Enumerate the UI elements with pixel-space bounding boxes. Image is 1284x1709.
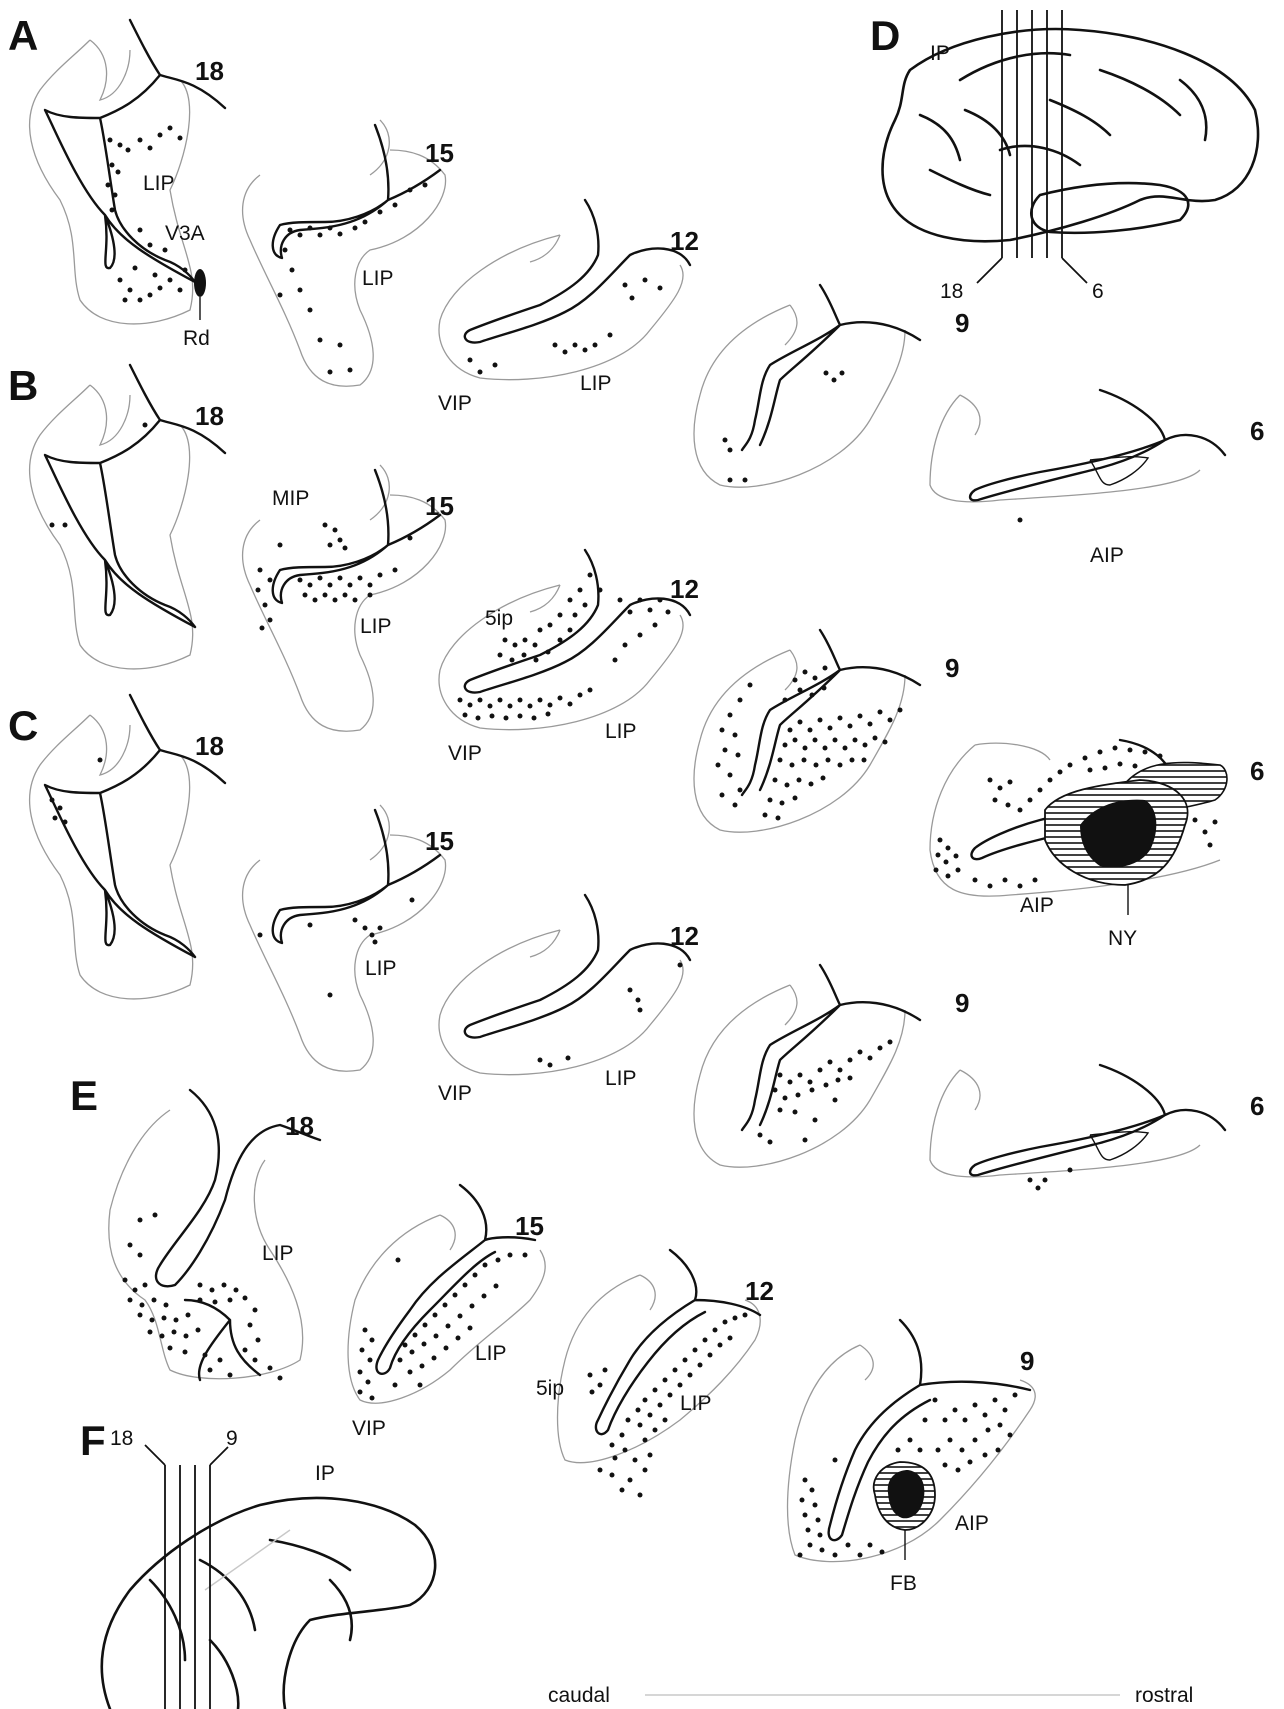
row-e: 18 LIP 15 VIP LIP 12 5ip LIP (109, 1090, 1035, 1595)
area-label-e9-aip: AIP (955, 1512, 989, 1535)
area-label-a6-aip: AIP (1090, 544, 1124, 567)
area-label-c-vip: VIP (438, 1082, 472, 1105)
section-label-d-6: 6 (1092, 280, 1104, 303)
area-label-b-5ip: 5ip (485, 607, 513, 630)
section-number-b-9: 9 (945, 653, 959, 683)
dots-a-15 (278, 183, 428, 375)
section-e-12: 12 5ip LIP (536, 1250, 774, 1498)
area-label-a12-lip: LIP (580, 372, 612, 395)
area-label-f-ip: IP (315, 1462, 335, 1485)
row-c: 18 15 LIP 12 VIP LIP 9 (30, 695, 1265, 1191)
area-label-a12-vip: VIP (438, 392, 472, 415)
area-label-a-v3a: V3A (165, 222, 205, 245)
section-number-c-18: 18 (195, 731, 224, 761)
row-b: 18 15 MIP LIP 12 5ip VIP LIP (30, 365, 960, 832)
section-number-a-18: 18 (195, 56, 224, 86)
area-label-c15-lip: LIP (365, 957, 397, 980)
axis-label-rostral: rostral (1135, 1684, 1193, 1707)
section-a-6: 6 AIP (930, 390, 1264, 567)
section-label-d-18: 18 (940, 280, 963, 303)
area-label-b-vip: VIP (448, 742, 482, 765)
section-e-15: 15 VIP LIP (348, 1185, 545, 1440)
section-label-f-18: 18 (110, 1427, 133, 1450)
section-number-a-6: 6 (1250, 416, 1264, 446)
panel-label-c: C (8, 702, 38, 749)
injection-label-ny: NY (1108, 927, 1137, 950)
section-c-18: 18 (30, 695, 225, 999)
section-a-15: 15 LIP (243, 120, 454, 386)
panel-label-b: B (8, 362, 38, 409)
panel-label-e: E (70, 1072, 98, 1119)
area-label-e12-lip: LIP (680, 1392, 712, 1415)
section-a-18: 18 LIP V3A Rd (30, 20, 225, 350)
row-a: 18 LIP V3A Rd 15 LIP 12 VIP LIP (30, 20, 1265, 567)
section-c-15: 15 LIP (243, 805, 454, 1071)
area-label-d-ip: IP (930, 42, 950, 65)
section-number-c-15: 15 (425, 826, 454, 856)
dots-e-18 (123, 1213, 283, 1381)
section-number-a-15: 15 (425, 138, 454, 168)
dots-c-9 (758, 1040, 893, 1145)
section-c-9: 9 (694, 965, 969, 1167)
section-e-18: 18 LIP (109, 1090, 320, 1381)
brain-panel-d: IP 18 6 (883, 10, 1259, 303)
area-label-a-rd: Rd (183, 327, 210, 350)
injection-label-fb: FB (890, 1572, 917, 1595)
section-number-c-9: 9 (955, 988, 969, 1018)
section-number-e-18: 18 (285, 1111, 314, 1141)
section-number-bc-6: 6 (1250, 756, 1264, 786)
area-label-e15-lip: LIP (475, 1342, 507, 1365)
section-number-e-12: 12 (745, 1276, 774, 1306)
section-bc-6-injection-ny: 6 AIP NY (930, 740, 1264, 950)
dots-a-9 (723, 371, 845, 483)
section-number-b-18: 18 (195, 401, 224, 431)
area-label-ny-aip: AIP (1020, 894, 1054, 917)
section-number-e-15: 15 (515, 1211, 544, 1241)
area-label-e18-lip: LIP (262, 1242, 294, 1265)
section-lines-f (145, 1445, 228, 1709)
area-label-b15-lip: LIP (360, 615, 392, 638)
area-label-a15-lip: LIP (362, 267, 394, 290)
section-c-6: 6 (930, 1065, 1264, 1191)
section-b-9: 9 (694, 630, 959, 832)
section-b-15: 15 MIP LIP (243, 465, 454, 731)
section-number-b-12: 12 (670, 574, 699, 604)
area-label-c12-lip: LIP (605, 1067, 637, 1090)
panel-label-a: A (8, 12, 38, 59)
section-number-e-9: 9 (1020, 1346, 1034, 1376)
panel-label-f: F (80, 1417, 106, 1464)
section-b-12: 12 5ip VIP LIP (439, 550, 699, 765)
section-label-f-9: 9 (226, 1427, 238, 1450)
section-a-12: 12 VIP LIP (438, 200, 699, 415)
section-number-b-15: 15 (425, 491, 454, 521)
area-label-a-lip: LIP (143, 172, 175, 195)
panel-label-d: D (870, 12, 900, 59)
section-number-c-6: 6 (1250, 1091, 1264, 1121)
area-label-e-5ip: 5ip (536, 1377, 564, 1400)
area-label-b-mip: MIP (272, 487, 309, 510)
section-c-12: 12 VIP LIP (438, 895, 699, 1105)
section-e-9-injection-fb: 9 AIP FB (788, 1320, 1036, 1595)
section-number-a-12: 12 (670, 226, 699, 256)
axis-label-caudal: caudal (548, 1684, 610, 1707)
section-b-18: 18 (30, 365, 225, 669)
brain-panel-f: 18 9 IP (102, 1427, 435, 1709)
section-number-c-12: 12 (670, 921, 699, 951)
dots-b-12 (458, 573, 671, 721)
area-label-b12-lip: LIP (605, 720, 637, 743)
orientation-axis: caudal rostral (548, 1684, 1193, 1707)
section-number-a-9: 9 (955, 308, 969, 338)
section-a-9: 9 (694, 285, 969, 487)
area-label-e-vip: VIP (352, 1417, 386, 1440)
